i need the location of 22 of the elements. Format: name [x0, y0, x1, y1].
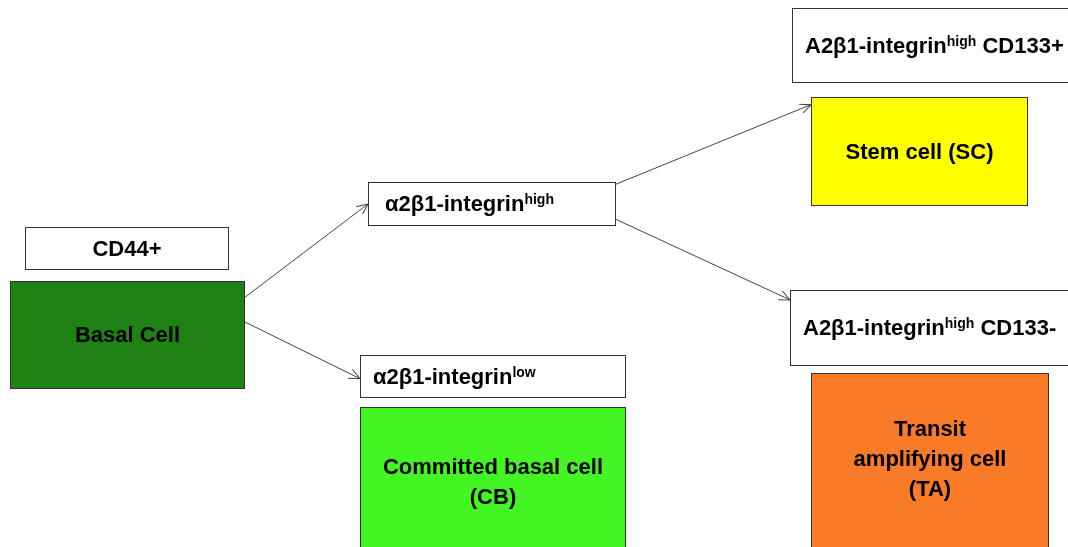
node-label: A2β1-integrin$^{high}$ CD133-: [803, 314, 1057, 342]
node-label: CD44+: [92, 234, 162, 263]
node-label: A2β1-integrin$^{high}$ CD133+: [805, 31, 1064, 60]
node-label: α2β1-integrin$^{low}$: [373, 362, 536, 391]
cell-box: [811, 97, 1028, 206]
arrow: [244, 321, 361, 380]
cell-box: [811, 373, 1049, 547]
arrow: [615, 103, 812, 185]
marker-label-box: [360, 355, 626, 398]
arrow: [244, 203, 369, 298]
marker-label-box: [25, 227, 229, 270]
cell-box: [360, 407, 626, 547]
node-label: Committed basal cell (CB): [381, 453, 605, 511]
node-label: Stem cell (SC): [845, 137, 994, 166]
node-label: α2β1-integrin$^{high}$: [385, 190, 554, 218]
marker-label-box: [368, 182, 616, 226]
cell-box: [10, 281, 245, 389]
marker-label-box: [792, 8, 1068, 83]
marker-label-box: [790, 290, 1068, 366]
node-label: Basal Cell: [74, 321, 181, 349]
arrow: [615, 218, 791, 301]
node-label: Transit amplifying cell (TA): [852, 415, 1008, 503]
